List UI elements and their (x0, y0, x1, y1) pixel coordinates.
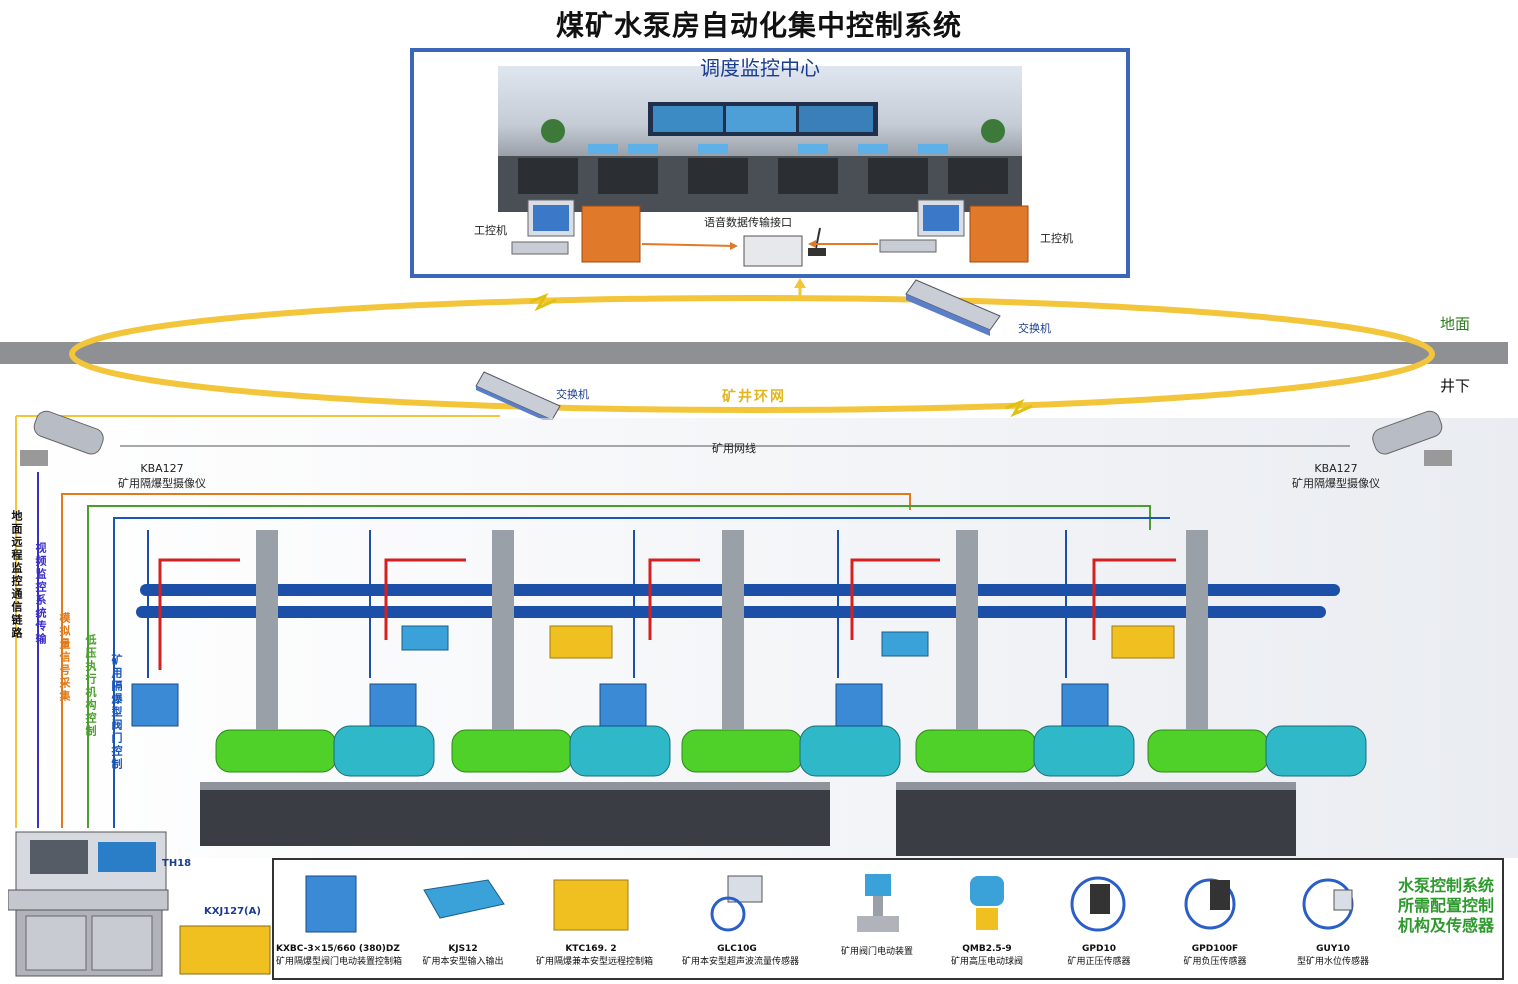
voice-data-interface-icon (743, 227, 826, 267)
link-label-video: 视频监控系统传输 (34, 542, 47, 646)
equipment-name: 矿用本安型输入输出 (422, 957, 504, 967)
equipment-item: GPD100F 矿用负压传感器 (1160, 860, 1270, 967)
flow-sensor-icon (710, 875, 763, 932)
kxj127-box (179, 925, 271, 975)
kjs12-box-1 (401, 625, 449, 651)
ktc-box-1 (549, 625, 613, 659)
camera-right-label: KBA127 矿用隔爆型摄像仪 (1292, 462, 1380, 491)
control-center-equipment (511, 199, 1029, 267)
camera-left-icon (20, 410, 104, 466)
equipment-name: 矿用正压传感器 (1067, 957, 1131, 967)
switch-top-icon (905, 279, 1001, 336)
water-level-sensor-icon (1302, 878, 1354, 930)
wireless-icon (529, 292, 557, 312)
pump-unit-1 (131, 530, 435, 777)
console-model-label: TH18 (162, 858, 192, 869)
ipc-right-label: 工控机 (1040, 232, 1073, 245)
equipment-name: 矿用高压电动球阀 (950, 957, 1023, 967)
switch-bottom-icon (475, 371, 561, 420)
wireless-icon-2 (1005, 398, 1033, 418)
equipment-model: GPD100F (1191, 944, 1239, 954)
valve-actuator-icon (857, 874, 899, 932)
equipment-name: 矿用本安型超声波流量传感器 (682, 957, 800, 967)
kxj127-label: KXJ127(A) (204, 906, 261, 917)
underground-label: 井下 (1440, 377, 1471, 395)
switch-top-label: 交换机 (1018, 322, 1051, 335)
interface-label: 语音数据传输接口 (704, 216, 792, 229)
kjs12-box-2 (881, 631, 929, 657)
equipment-model: GLC10G (717, 944, 757, 954)
equipment-item: QMB2.5-9 矿用高压电动球阀 (932, 860, 1042, 967)
camera-right-name: 矿用隔爆型摄像仪 (1292, 477, 1380, 490)
equipment-name: 矿用负压传感器 (1183, 957, 1247, 967)
explosion-proof-control-box-icon (305, 875, 357, 933)
ground-label: 地面 (1440, 315, 1471, 333)
ktc-box-2 (1111, 625, 1175, 659)
equipment-item: GPD10 矿用正压传感器 (1044, 860, 1154, 967)
remote-control-box-icon (553, 879, 629, 931)
equipment-panel-title: 水泵控制系统所需配置控制机构及传感器 (1397, 876, 1494, 935)
page-title: 煤矿水泵房自动化集中控制系统 (555, 9, 962, 42)
pump-room-diagram (12, 410, 1518, 858)
ipc-left-icon (511, 199, 641, 263)
equipment-name: 矿用阀门电动装置 (840, 947, 913, 957)
equipment-item: 矿用阀门电动装置 (822, 860, 932, 957)
equipment-item: GLC10G 矿用本安型超声波流量传感器 (682, 860, 800, 967)
control-center-title: 调度监控中心 (700, 56, 820, 80)
equipment-item: GUY10 型矿用水位传感器 (1278, 860, 1388, 967)
link-label-valve: 矿用隔爆型阀门控制 (110, 654, 123, 771)
ring-network-diagram (0, 278, 1508, 420)
pump-unit-5 (1147, 530, 1367, 777)
control-room-illustration (498, 102, 1022, 212)
equipment-name: 矿用隔爆兼本安型远程控制箱 (536, 957, 654, 967)
equipment-name: 型矿用水位传感器 (1296, 957, 1369, 967)
equipment-model: KXBC-3×15/660 (380)DZ (276, 944, 400, 954)
equipment-model: KTC169. 2 (565, 944, 617, 954)
ipc-right-icon (879, 199, 1029, 263)
equipment-model: KJS12 (448, 944, 478, 954)
equipment-item: KTC169. 2 矿用隔爆兼本安型远程控制箱 (536, 860, 654, 967)
mine-cable-label: 矿用网线 (712, 442, 756, 455)
equipment-model: QMB2.5-9 (962, 944, 1012, 954)
ring-network-label: 矿井环网 (722, 389, 786, 405)
link-label-remote: 地面远程监控通信链路 (10, 510, 23, 640)
ring-network (69, 295, 1435, 413)
positive-pressure-sensor-icon (1070, 876, 1126, 932)
camera-left-name: 矿用隔爆型摄像仪 (118, 477, 206, 490)
pump-unit-3 (681, 530, 901, 777)
negative-pressure-sensor-icon (1184, 878, 1236, 930)
pump-unit-4 (915, 530, 1135, 777)
ipc-left-label: 工控机 (474, 224, 507, 237)
console-diagram (8, 831, 271, 977)
control-room-photo (498, 66, 1022, 212)
link-label-lowvolt: 低压执行机构控制 (84, 634, 97, 738)
camera-right-model: KBA127 (1314, 462, 1358, 475)
camera-left-label: KBA127 矿用隔爆型摄像仪 (118, 462, 206, 491)
io-box-icon (423, 879, 505, 919)
equipment-model: GUY10 (1316, 944, 1350, 954)
equipment-item: KXBC-3×15/660 (380)DZ 矿用隔爆型阀门电动装置控制箱 (276, 860, 403, 967)
ball-valve-icon (970, 876, 1004, 930)
link-label-analog: 模拟量信号采集 (58, 612, 71, 703)
switch-bottom-label: 交换机 (556, 388, 589, 401)
equipment-name: 矿用隔爆型阀门电动装置控制箱 (276, 957, 403, 967)
equipment-panel: KXBC-3×15/660 (380)DZ 矿用隔爆型阀门电动装置控制箱 KJS… (272, 858, 1504, 980)
pump-unit-2 (451, 530, 671, 777)
equipment-item: KJS12 矿用本安型输入输出 (408, 860, 518, 967)
camera-right-icon (1372, 410, 1452, 466)
camera-left-model: KBA127 (140, 462, 184, 475)
ground-surface (0, 342, 1508, 364)
equipment-model: GPD10 (1082, 944, 1116, 954)
